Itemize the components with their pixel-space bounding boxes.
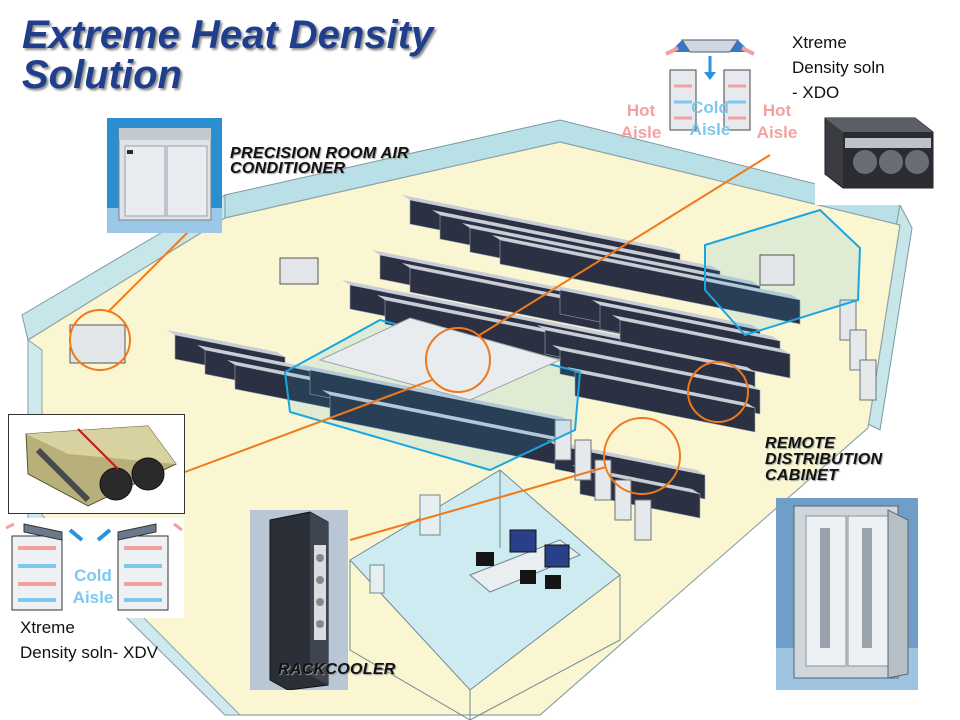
precision-label-line-1: PRECISION ROOM AIR <box>230 145 410 162</box>
remote-label-line-3: CABINET <box>765 467 839 484</box>
server-rack-top <box>322 390 570 443</box>
wall-ac-unit <box>759 254 795 286</box>
server-rack-top <box>592 300 780 341</box>
server-rack-top <box>552 285 760 330</box>
server-rack-top <box>167 330 285 357</box>
hot-text: Hot <box>762 101 792 120</box>
title-line-1: Extreme Heat Density <box>22 13 434 57</box>
aisle-text: Aisle <box>72 588 114 607</box>
hot-aisle-label-right: Hot Aisle <box>752 100 802 144</box>
server-rack-top <box>552 345 760 390</box>
xdo-label-line-3: - XDO <box>792 83 840 102</box>
wall-ac-unit <box>279 257 319 285</box>
xdo-aisle-diagram <box>660 30 760 142</box>
server-rack-top <box>537 325 755 372</box>
hot-aisle-label-left: Hot Aisle <box>616 100 666 144</box>
precision-label-line-2: CONDITIONER <box>230 160 346 177</box>
monitor <box>545 575 561 589</box>
distribution-cabinet <box>634 499 652 541</box>
remote-label-line-2: DISTRIBUTION <box>765 451 883 468</box>
control-room-wall <box>349 560 471 720</box>
monitor <box>520 570 536 584</box>
xdv-label-line-1: Xtreme <box>20 618 75 637</box>
cold-text: Cold <box>74 566 112 585</box>
xdo-unit-photo <box>815 100 937 205</box>
precision-air-conditioner-photo <box>107 118 222 233</box>
xdv-label-line-2: Density soln- XDV <box>20 643 158 662</box>
precision-callout-line <box>107 231 189 313</box>
xdv-callout-line <box>184 379 433 473</box>
remote-label-line-1: REMOTE <box>765 435 836 452</box>
remote-cabinet-circle <box>687 361 749 423</box>
precision-unit-circle <box>69 309 131 371</box>
hot-text: Hot <box>626 101 656 120</box>
server-rack-top <box>567 367 755 408</box>
aisle-text: Aisle <box>620 123 662 142</box>
monitor <box>509 529 537 553</box>
monitor <box>544 544 570 568</box>
distribution-cabinet <box>859 359 877 401</box>
xdo-label-line-2: Density soln <box>792 58 885 77</box>
control-room-wall-right <box>469 575 621 720</box>
door <box>369 564 385 594</box>
xdo-label-line-1: Xtreme <box>792 33 847 52</box>
server-rack-top <box>492 235 800 300</box>
cold-aisle-label-top: Cold Aisle <box>685 97 735 141</box>
rackcooler-circle <box>603 417 681 495</box>
server-rack-top <box>342 280 650 345</box>
rackcooler-photo <box>250 510 348 690</box>
cold-text: Cold <box>691 98 729 117</box>
distribution-cabinet <box>594 459 612 501</box>
server-racks <box>167 195 877 541</box>
server-rack-top <box>302 365 570 422</box>
server-rack-top <box>612 315 790 354</box>
aisle-text: Aisle <box>756 123 798 142</box>
title-line-2: Solution <box>22 53 182 97</box>
xdo-circle <box>425 327 491 393</box>
distribution-cabinet <box>574 439 592 481</box>
hot-aisle-cage-top <box>318 317 562 401</box>
xdv-unit-photo <box>8 414 185 514</box>
monitor <box>476 552 494 566</box>
xdo-callout-line <box>477 154 771 337</box>
rackcooler-callout-line <box>349 466 607 541</box>
server-rack-top <box>197 345 315 372</box>
remote-distribution-cabinet-photo <box>776 498 918 690</box>
rackcooler-label: RACKCOOLER <box>278 661 396 678</box>
cold-aisle-label-bottom: Cold Aisle <box>62 565 124 609</box>
server-rack-top <box>402 195 680 254</box>
aisle-text: Aisle <box>689 120 731 139</box>
xdv-aisle-diagram <box>4 518 184 618</box>
server-rack-top <box>432 210 720 271</box>
wall-ac-unit <box>69 324 126 364</box>
